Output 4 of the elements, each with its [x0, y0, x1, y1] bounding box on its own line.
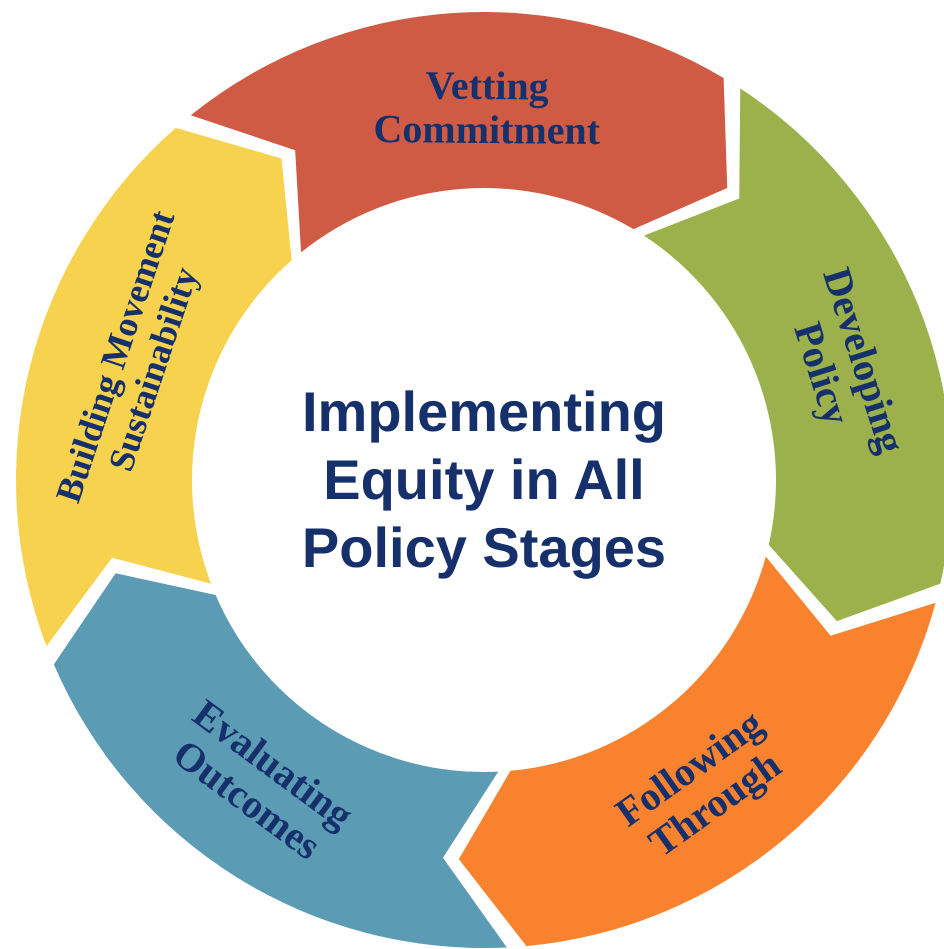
arrow-segment [16, 128, 292, 646]
arrow-segment [190, 12, 728, 252]
center-title: Implementing Equity in All Policy Stages [300, 378, 668, 582]
segment-label: Vetting Commitment [372, 61, 602, 155]
